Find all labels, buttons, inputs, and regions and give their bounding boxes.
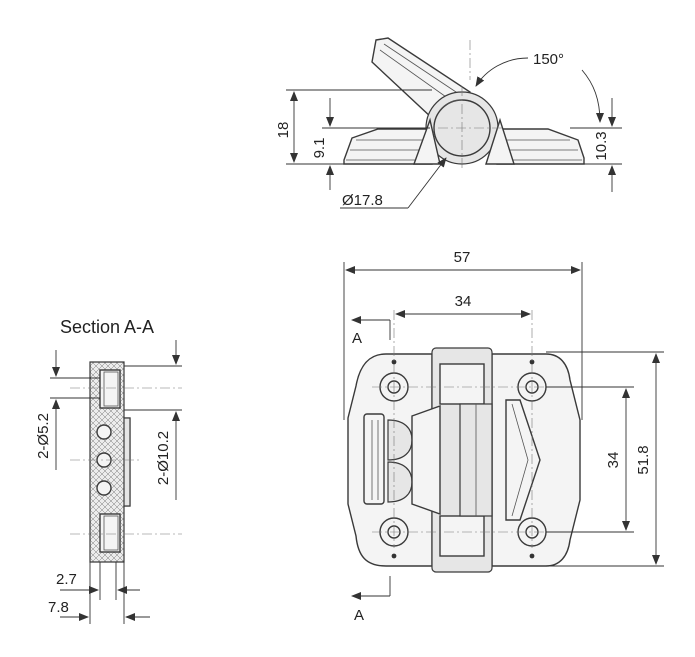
dim-section-thickness-thin: 2.7: [56, 571, 77, 588]
section-marker-top: A: [352, 330, 362, 347]
dim-top-height: 18: [275, 122, 292, 139]
dim-knuckle-diameter: Ø17.8: [342, 192, 383, 209]
dim-front-height: 51.8: [635, 445, 652, 474]
section-label: Section A-A: [60, 317, 154, 337]
front-view: 57 34 34 51.8 A A: [343, 249, 664, 624]
dim-top-axis-height: 9.1: [311, 138, 328, 159]
section-marker-bottom: A: [354, 607, 364, 624]
dim-section-hole-large: 2-Ø10.2: [155, 431, 172, 485]
dim-front-hole-spacing-h: 34: [455, 293, 472, 310]
dim-top-angle: 150°: [533, 51, 564, 68]
section-view: Section A-A 2-Ø5.2 2-Ø10.2: [35, 317, 182, 624]
top-view: 18 9.1 10.3 150° Ø17.8: [275, 37, 622, 209]
dim-section-hole-small: 2-Ø5.2: [35, 413, 52, 459]
dim-section-thickness: 7.8: [48, 599, 69, 616]
dim-front-width: 57: [454, 249, 471, 266]
dim-top-right-height: 10.3: [593, 131, 610, 160]
dim-front-hole-spacing-v: 34: [605, 452, 622, 469]
